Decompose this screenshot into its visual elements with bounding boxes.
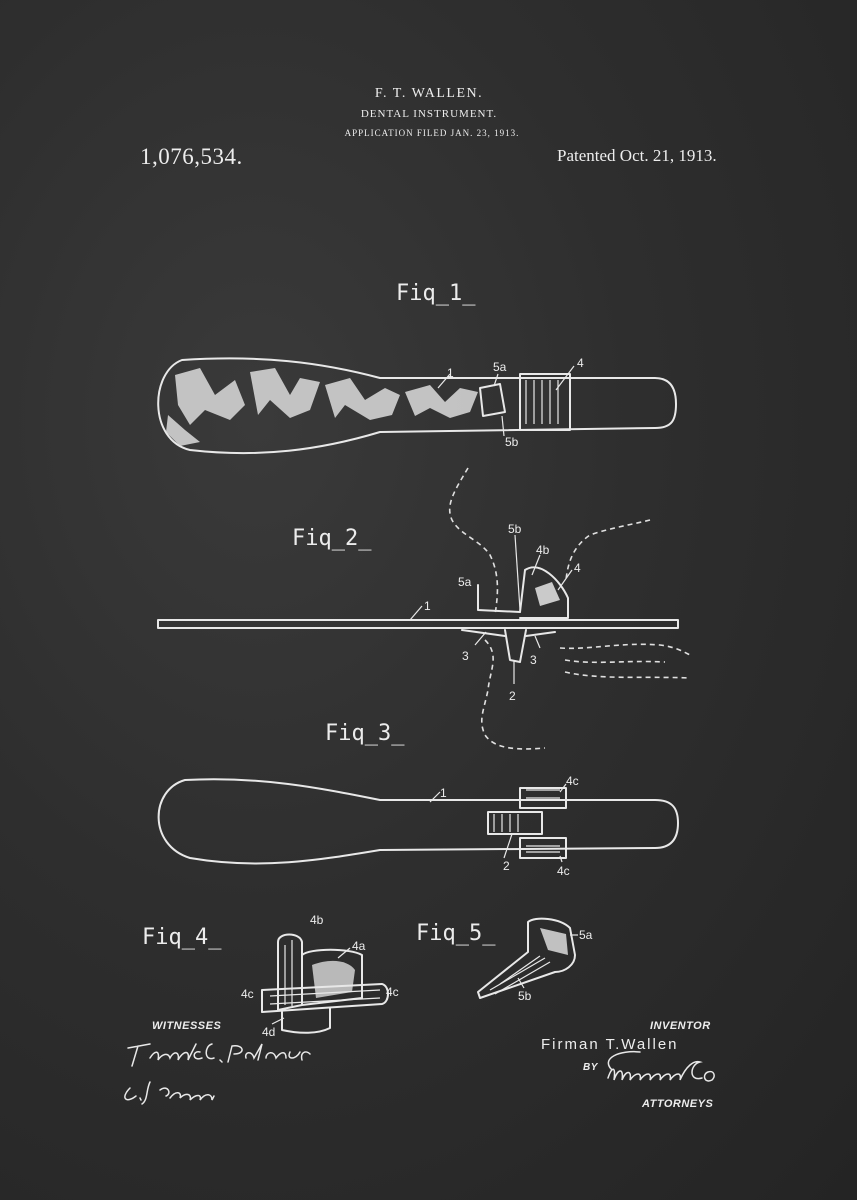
fig4-label: Fiq_4_: [142, 925, 222, 950]
fig1-ref-5b: 5b: [505, 435, 519, 449]
fig4-ref-4d: 4d: [262, 1025, 275, 1039]
document-title: DENTAL INSTRUMENT.: [360, 108, 498, 120]
fig2-ref-2: 2: [509, 689, 516, 703]
fig4-ref-4b: 4b: [310, 913, 324, 927]
patented-date: Patented Oct. 21, 1913.: [557, 146, 717, 165]
inventor-name-heading: F. T. WALLEN.: [374, 86, 484, 101]
fig3-label: Fiq_3_: [325, 721, 405, 746]
fig4-clamp: 4b 4a 4c 4c 4d: [241, 913, 399, 1039]
witnesses-label: WITNESSES: [152, 1020, 222, 1032]
fig2-ref-4b: 4b: [536, 543, 550, 557]
witness-signature-1: [127, 1043, 311, 1067]
fig1-label: Fiq_1_: [396, 281, 476, 306]
fig2-ref-1: 1: [424, 599, 431, 613]
inventor-signature: Firman T.Wallen: [541, 1036, 679, 1053]
fig1-ref-5a: 5a: [493, 360, 507, 374]
application-filed-date: APPLICATION FILED JAN. 23, 1913.: [344, 128, 520, 138]
witness-signature-2: [124, 1081, 215, 1105]
fig2-label: Fiq_2_: [292, 526, 372, 551]
fig3-ref-4c-top: 4c: [566, 774, 579, 788]
fig2-ref-4: 4: [574, 561, 581, 575]
fig5-ref-5b: 5b: [518, 989, 532, 1003]
fig3-instrument: 1 4c 2 4c: [157, 774, 679, 878]
attorneys-label: ATTORNEYS: [642, 1098, 714, 1110]
fig4-ref-4c-right: 4c: [386, 985, 399, 999]
patent-number: 1,076,534.: [140, 144, 243, 169]
inventor-label: INVENTOR: [650, 1020, 711, 1032]
by-label: BY: [583, 1062, 598, 1073]
fig3-ref-1: 1: [440, 786, 447, 800]
attorneys-signature: [607, 1050, 715, 1082]
fig2-ref-3-left: 3: [462, 649, 469, 663]
fig1-ref-4: 4: [577, 356, 584, 370]
fig2-ref-3-right: 3: [530, 653, 537, 667]
fig2-instrument-section: 5b 4b 4 5a 1 3 3 2: [157, 467, 691, 750]
fig1-instrument: 1 5a 4 5b: [157, 356, 677, 455]
fig5-ref-5a: 5a: [579, 928, 593, 942]
fig2-ref-5a: 5a: [458, 575, 472, 589]
fig3-ref-2: 2: [503, 859, 510, 873]
fig4-ref-4a: 4a: [352, 939, 366, 953]
fig2-ref-5b: 5b: [508, 522, 522, 536]
fig5-wedge: 5a 5b: [477, 917, 593, 1003]
fig1-ref-1: 1: [447, 366, 454, 380]
fig4-ref-4c-left: 4c: [241, 987, 254, 1001]
fig3-ref-4c-bottom: 4c: [557, 864, 570, 878]
fig5-label: Fiq_5_: [416, 921, 496, 946]
